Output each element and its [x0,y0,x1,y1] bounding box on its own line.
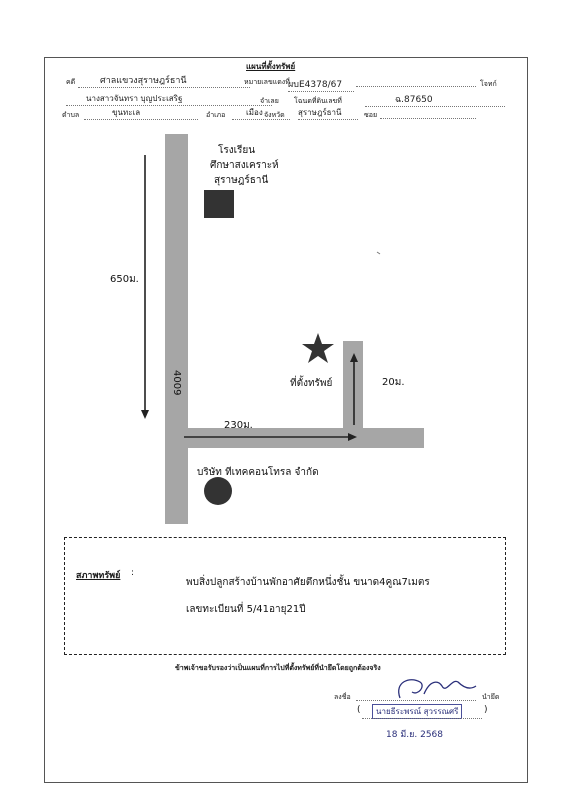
defendant-label: จำเลย [260,97,279,105]
school-label-line1: โรงเรียน [218,145,256,156]
plaintiff-label: โจทก์ [480,80,497,88]
signer-line [362,718,482,719]
plaintiff-line [356,86,476,87]
deed-label: โฉนดที่ดินเลขที่ [294,97,342,105]
school-label-line3: สุราษฎร์ธานี [214,175,269,186]
document-frame [44,57,528,783]
province-label: จังหวัด [264,111,285,119]
road-branch [343,341,363,428]
condition-label: สภาพทรัพย์ [76,571,121,581]
case-number-label: หมายเลขแดงที่ [244,78,290,86]
role-label: นำยึด [482,693,500,701]
deed-number: ฉ.87650 [365,92,505,107]
road-4009 [165,134,188,524]
soi-label: ซอย [364,111,378,119]
subdistrict-value: ขุนทะเล [84,106,198,120]
signer-close-paren: ) [484,705,488,715]
document-title: แผนที่ตั้งทรัพย์ [246,62,296,71]
sign-label: ลงชื่อ [334,693,351,701]
soi-line [380,118,476,119]
arrow-up-icon [350,353,358,425]
company-label: บริษัท ทีเทคคอนโทรล จำกัด [197,467,319,478]
district-label: อำเภอ [206,111,226,119]
province-value: สุราษฎร์ธานี [298,106,358,120]
property-label: ที่ตั้งทรัพย์ [290,378,333,389]
arrow-down-icon [141,155,149,419]
distance-230-label: 230ม. [224,420,253,431]
signer-name: นายธีระพรณ์ สุวรรณศรี [372,704,463,719]
condition-line2: เลขทะเบียนที่ 5/41อายุ21ปี [186,604,306,615]
arrow-right-icon [184,433,357,441]
condition-colon: : [131,568,135,578]
court-name: ศาลแขวงสุราษฎร์ธานี [78,73,250,88]
case-number: ผบE4378/67 [288,77,354,92]
road-horizontal [188,428,424,448]
district-value: เมือง [232,106,290,120]
condition-line1: พบสิ่งปลูกสร้างบ้านพักอาศัยตึกหนึ่งชั้น … [186,577,430,588]
case-label: คดี [66,78,76,86]
signature-line [356,700,476,701]
signature-icon [398,679,477,699]
school-square-icon [204,190,234,218]
distance-650-label: 650ม. [110,274,139,285]
certification-text: ข้าพเจ้าขอรับรองว่าเป็นแผนที่การไปที่ตั้… [175,664,381,672]
date-stamp: 18 มี.ย. 2568 [386,730,444,740]
company-circle-icon [204,477,232,505]
distance-20-label: 20ม. [382,377,405,388]
defendant-name: นางสาวจันทรา บุญประเสริฐ [66,92,272,106]
school-label: โรงเรียน ศึกษาสงเคราะห์ สุราษฎร์ธานี [210,143,318,188]
property-condition-box [64,537,506,655]
signer-open-paren: ( [357,705,361,715]
property-star-icon [302,333,334,363]
school-label-line2: ศึกษาสงเคราะห์ [210,160,279,171]
subdistrict-label: ตำบล [62,111,80,119]
